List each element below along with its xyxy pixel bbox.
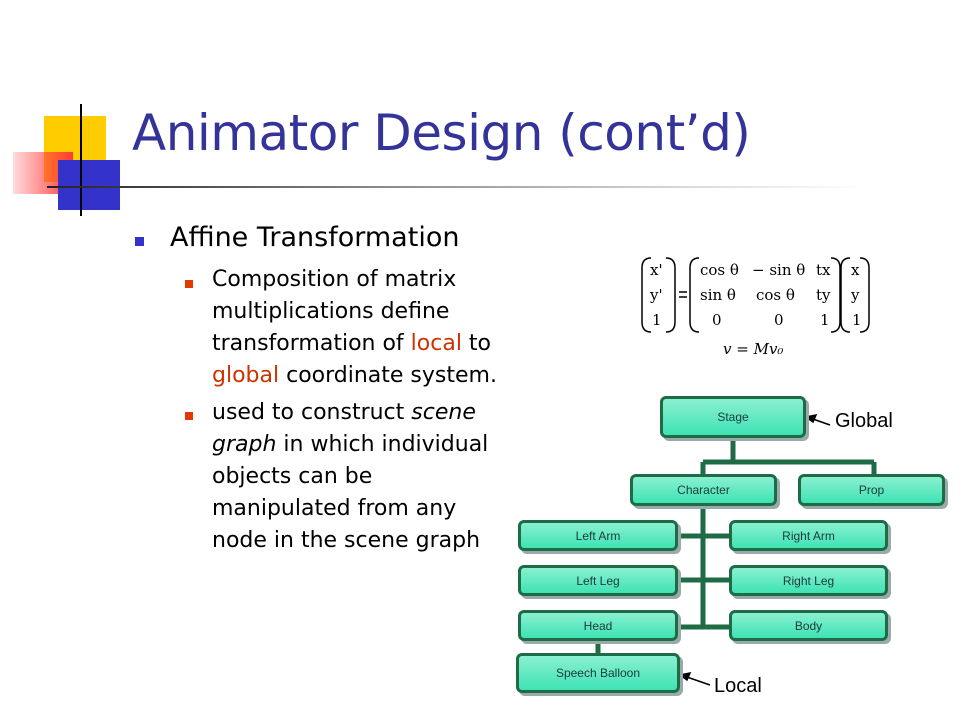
equation-compact: v = Mv₀ [723,340,784,358]
node-left-arm: Left Arm [518,520,678,551]
deco-vertical-line [80,104,82,216]
slide-title: Animator Design (cont’d) [132,104,751,162]
rhs-y: y [851,286,860,304]
sub-bullet-scene-graph: used to construct scene graph in which i… [212,400,489,553]
node-head: Head [518,610,678,641]
m22: 1 [820,311,830,329]
bullet-affine-transformation: Affine Transformation [170,222,460,253]
lhs-one: 1 [652,311,662,329]
rhs-x: x [851,261,860,279]
deco-horizontal-line [47,186,867,188]
m00: cos θ [700,261,739,279]
node-prop: Prop [798,474,945,506]
bullet-square-icon [135,237,144,246]
node-speech-balloon: Speech Balloon [516,653,680,693]
node-right-arm: Right Arm [729,520,888,551]
highlight-global: global [212,363,280,388]
sub-bullet-icon [185,280,193,288]
label-local: Local [714,675,762,697]
deco-blue-square [58,160,120,210]
label-global: Global [835,410,893,432]
m20: 0 [712,311,722,329]
highlight-local: local [410,331,462,356]
m02: tx [816,261,831,279]
lhs-y: y' [650,286,663,304]
sub-bullet-composition: Composition of matrix multiplications de… [212,267,497,388]
m21: 0 [774,311,784,329]
m12: ty [816,286,831,304]
m01: − sin θ [752,261,806,279]
sub-bullet-icon [185,412,193,420]
lhs-x: x' [650,261,663,279]
rhs-one: 1 [852,311,862,329]
m11: cos θ [756,286,795,304]
node-body: Body [729,610,888,641]
node-left-leg: Left Leg [518,565,678,596]
node-character: Character [630,474,777,506]
m10: sin θ [700,286,736,304]
node-right-leg: Right Leg [729,565,888,596]
node-stage: Stage [660,396,806,438]
